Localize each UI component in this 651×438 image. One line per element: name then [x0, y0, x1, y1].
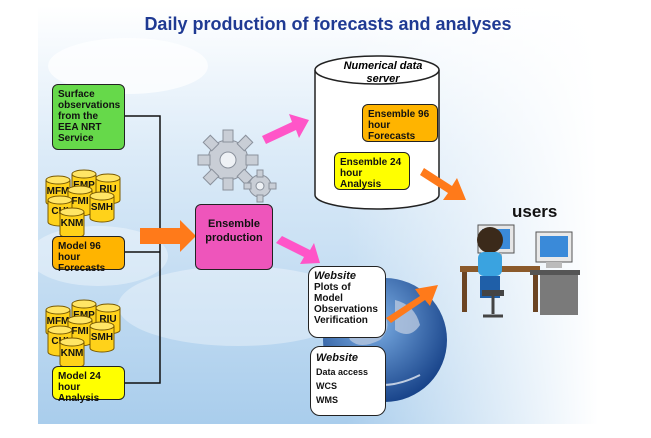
- website-plots-line: Observations: [314, 304, 378, 315]
- model-cylinder-label: EMP: [73, 180, 95, 191]
- model-cylinders-2: MFMEMPRIUFMICHISMHKNM: [45, 299, 121, 369]
- model-cylinder-label: SMH: [91, 202, 113, 213]
- model-cylinder-label: MFM: [47, 186, 70, 197]
- model-cylinder: KNM: [59, 337, 85, 369]
- surface-observations-label: Surface observations from the EEA NRT Se…: [58, 89, 121, 144]
- model-cylinder: SMH: [89, 191, 115, 223]
- model-cylinder: KNM: [59, 207, 85, 239]
- server-title: Numerical data server: [343, 60, 423, 85]
- ensemble-96-hour-box: Ensemble 96 hour Forecasts: [362, 104, 438, 142]
- website-data-access-title: Website: [316, 352, 358, 364]
- model-cylinder-label: RIU: [99, 314, 116, 325]
- model-24-hour-box: Model 24 hour Analysis: [52, 366, 125, 404]
- ensemble-96-hour-label: Ensemble 96 hour Forecasts: [368, 109, 430, 142]
- page-title: Daily production of forecasts and analys…: [144, 14, 512, 34]
- data-access-item: WMS: [316, 395, 338, 405]
- arrow-to-website: [276, 236, 320, 264]
- ensemble-production-label: Ensemble production: [205, 218, 263, 244]
- model-cylinder-label: SMH: [91, 332, 113, 343]
- model-cylinder-label: MFM: [47, 316, 70, 327]
- connector-lines: [125, 115, 161, 384]
- website-plots-title: Website: [314, 270, 356, 282]
- model-cylinder-label: FMI: [71, 196, 88, 207]
- arrow-server-to-users: [420, 168, 466, 200]
- website-plots-line: Model: [314, 293, 343, 304]
- gears-icon: [197, 129, 277, 203]
- data-access-item: WCS: [316, 381, 337, 391]
- ensemble-24-hour-box: Ensemble 24 hour Analysis: [334, 152, 410, 190]
- surface-observations-box: Surface observations from the EEA NRT Se…: [52, 84, 125, 150]
- model-cylinder-label: KNM: [61, 348, 84, 359]
- ensemble-24-hour-label: Ensemble 24 hour Analysis: [340, 157, 402, 190]
- model-24-hour-label: Model 24 hour Analysis: [58, 371, 101, 404]
- model-cylinder-label: EMP: [73, 310, 95, 321]
- website-plots-box: Website Plots of Model Observations Veri…: [308, 266, 386, 338]
- model-cylinder-label: RIU: [99, 184, 116, 195]
- data-access-item: Data access: [316, 367, 369, 377]
- user-at-computer-icon: [460, 224, 580, 318]
- website-data-access-box: Website Data access WCS WMS: [310, 346, 386, 416]
- model-cylinder-label: KNM: [61, 218, 84, 229]
- model-96-hour-box: Model 96 hour Forecasts: [52, 236, 125, 274]
- flow-arrows: [140, 114, 466, 323]
- ensemble-production-box: Ensemble production: [195, 204, 273, 270]
- arrow-to-server: [262, 114, 309, 144]
- website-plots-line: Verification: [314, 315, 368, 326]
- model-cylinders-1: MFMEMPRIUFMICHISMHKNM: [45, 169, 121, 239]
- model-cylinder: SMH: [89, 321, 115, 353]
- users-label: users: [512, 202, 558, 221]
- arrow-to-ensemble: [140, 220, 196, 252]
- website-plots-line: Plots of: [314, 282, 351, 293]
- model-96-hour-label: Model 96 hour Forecasts: [58, 241, 106, 274]
- arrow-website-to-users: [386, 285, 438, 323]
- model-cylinder-label: FMI: [71, 326, 88, 337]
